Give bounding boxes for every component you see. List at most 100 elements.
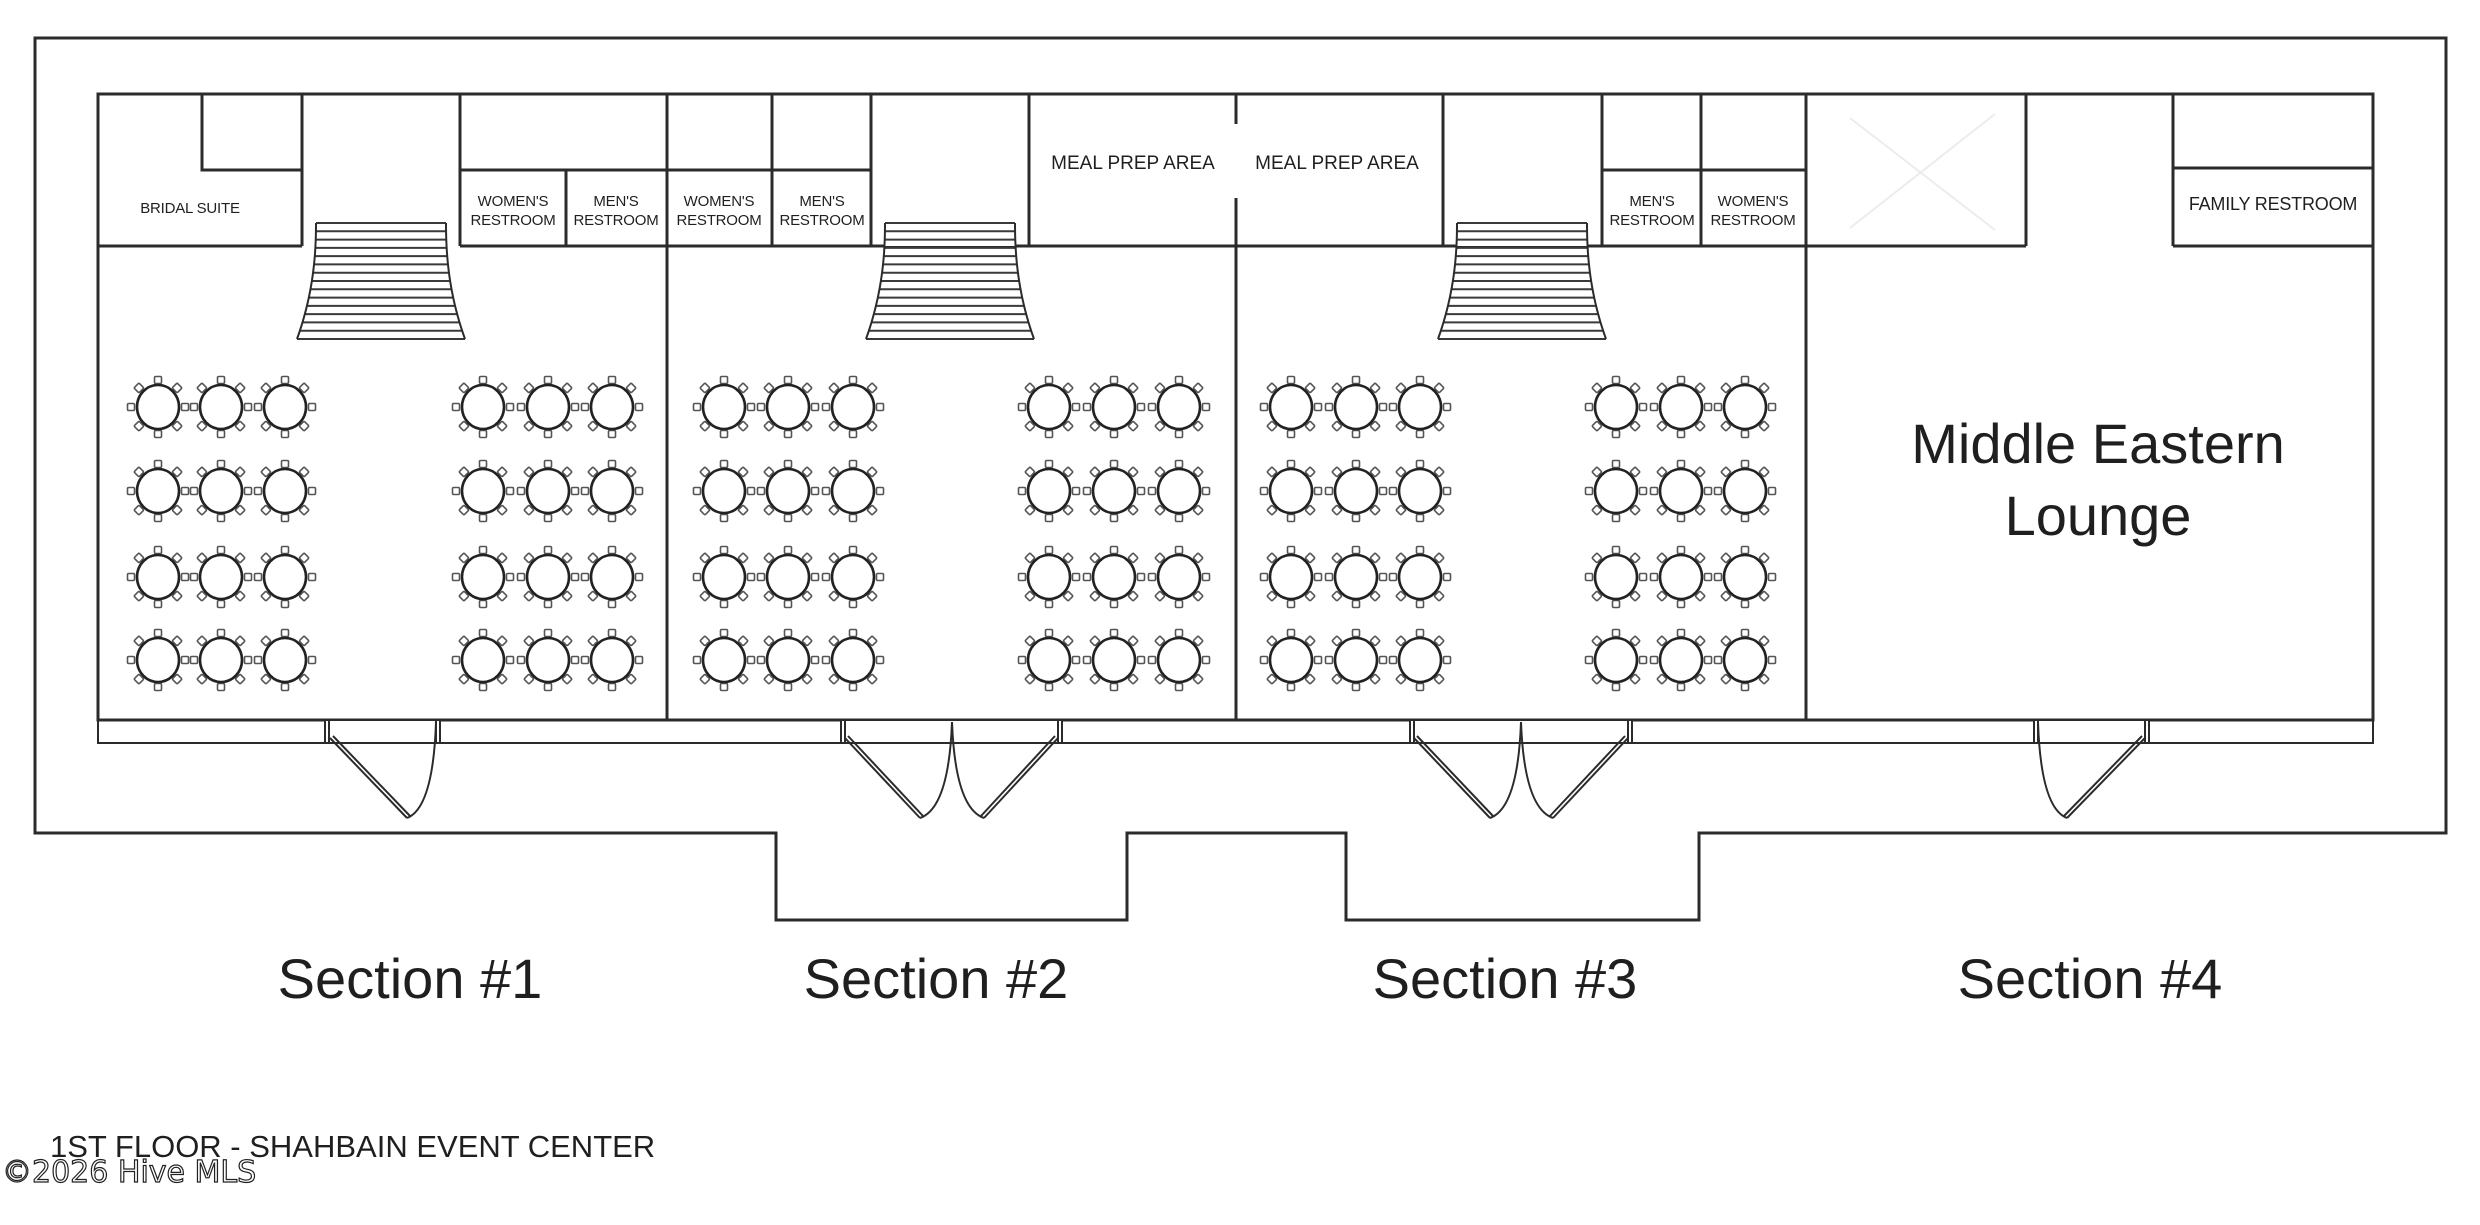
round-table[interactable] [580,628,644,692]
chair [1638,486,1648,496]
round-table[interactable] [1259,545,1323,609]
round-table[interactable] [1147,459,1211,523]
chair [1017,402,1027,412]
door-leaf[interactable] [329,721,437,819]
chair [234,382,246,394]
round-table[interactable] [516,628,580,692]
round-table[interactable] [1584,628,1648,692]
round-table[interactable] [1324,375,1388,439]
chair [1584,486,1594,496]
round-table[interactable] [1713,459,1777,523]
door-leaf[interactable] [844,721,953,819]
round-table[interactable] [580,545,644,609]
round-table[interactable] [692,459,756,523]
chair [848,682,858,692]
round-table[interactable] [1324,628,1388,692]
round-table[interactable] [516,375,580,439]
chair [234,552,246,564]
round-table[interactable] [1324,545,1388,609]
round-table[interactable] [1388,545,1452,609]
round-table[interactable] [1017,545,1081,609]
round-table[interactable] [692,628,756,692]
chair [1109,375,1119,385]
chair [216,599,226,609]
chair [1395,420,1407,432]
round-table[interactable] [1147,375,1211,439]
door-leaf[interactable] [2037,721,2146,819]
round-table[interactable] [1649,545,1713,609]
chair [1656,635,1668,647]
round-table[interactable] [1017,459,1081,523]
round-table[interactable] [189,545,253,609]
chair [171,552,183,564]
chair [1201,486,1211,496]
round-table[interactable] [1584,545,1648,609]
round-table[interactable] [821,545,885,609]
round-table[interactable] [692,545,756,609]
chair [1656,673,1668,685]
door-leaf[interactable] [1520,721,1629,819]
round-table[interactable] [1259,459,1323,523]
chair [1676,628,1686,638]
round-table[interactable] [1082,459,1146,523]
round-table[interactable] [189,459,253,523]
round-table[interactable] [580,375,644,439]
round-table[interactable] [1388,459,1452,523]
chair [280,682,290,692]
chair [1259,572,1269,582]
round-table[interactable] [451,628,515,692]
chair [280,599,290,609]
round-table[interactable] [1147,628,1211,692]
round-table[interactable] [1649,375,1713,439]
round-table[interactable] [821,628,885,692]
chair [1591,590,1603,602]
round-table[interactable] [253,459,317,523]
round-table[interactable] [1713,628,1777,692]
round-table[interactable] [1082,628,1146,692]
round-table[interactable] [756,545,820,609]
round-table[interactable] [1388,375,1452,439]
round-table[interactable] [189,628,253,692]
round-table[interactable] [516,545,580,609]
round-table[interactable] [1017,375,1081,439]
round-table[interactable] [1713,545,1777,609]
round-table[interactable] [253,375,317,439]
round-table[interactable] [126,375,190,439]
round-table[interactable] [756,628,820,692]
round-table[interactable] [1017,628,1081,692]
round-table[interactable] [1584,459,1648,523]
door-leaf[interactable] [951,721,1059,819]
round-table[interactable] [1259,375,1323,439]
round-table[interactable] [1259,628,1323,692]
round-table[interactable] [126,628,190,692]
round-table[interactable] [253,628,317,692]
round-table[interactable] [1147,545,1211,609]
chair [1136,486,1146,496]
round-table[interactable] [516,459,580,523]
chair [763,420,775,432]
round-table[interactable] [756,375,820,439]
round-table[interactable] [580,459,644,523]
door-leaf[interactable] [1413,721,1522,819]
round-table[interactable] [1324,459,1388,523]
round-table[interactable] [1082,375,1146,439]
round-table[interactable] [253,545,317,609]
round-table[interactable] [1584,375,1648,439]
round-table[interactable] [189,375,253,439]
round-table[interactable] [126,459,190,523]
chair [1082,486,1092,496]
round-table[interactable] [451,545,515,609]
round-table[interactable] [756,459,820,523]
round-table[interactable] [692,375,756,439]
round-table[interactable] [1713,375,1777,439]
round-table[interactable] [821,459,885,523]
round-table[interactable] [1649,459,1713,523]
round-table[interactable] [821,375,885,439]
chair [216,459,226,469]
round-table[interactable] [1082,545,1146,609]
round-table[interactable] [451,375,515,439]
round-table[interactable] [451,459,515,523]
round-table[interactable] [1649,628,1713,692]
round-table[interactable] [126,545,190,609]
round-table[interactable] [1388,628,1452,692]
